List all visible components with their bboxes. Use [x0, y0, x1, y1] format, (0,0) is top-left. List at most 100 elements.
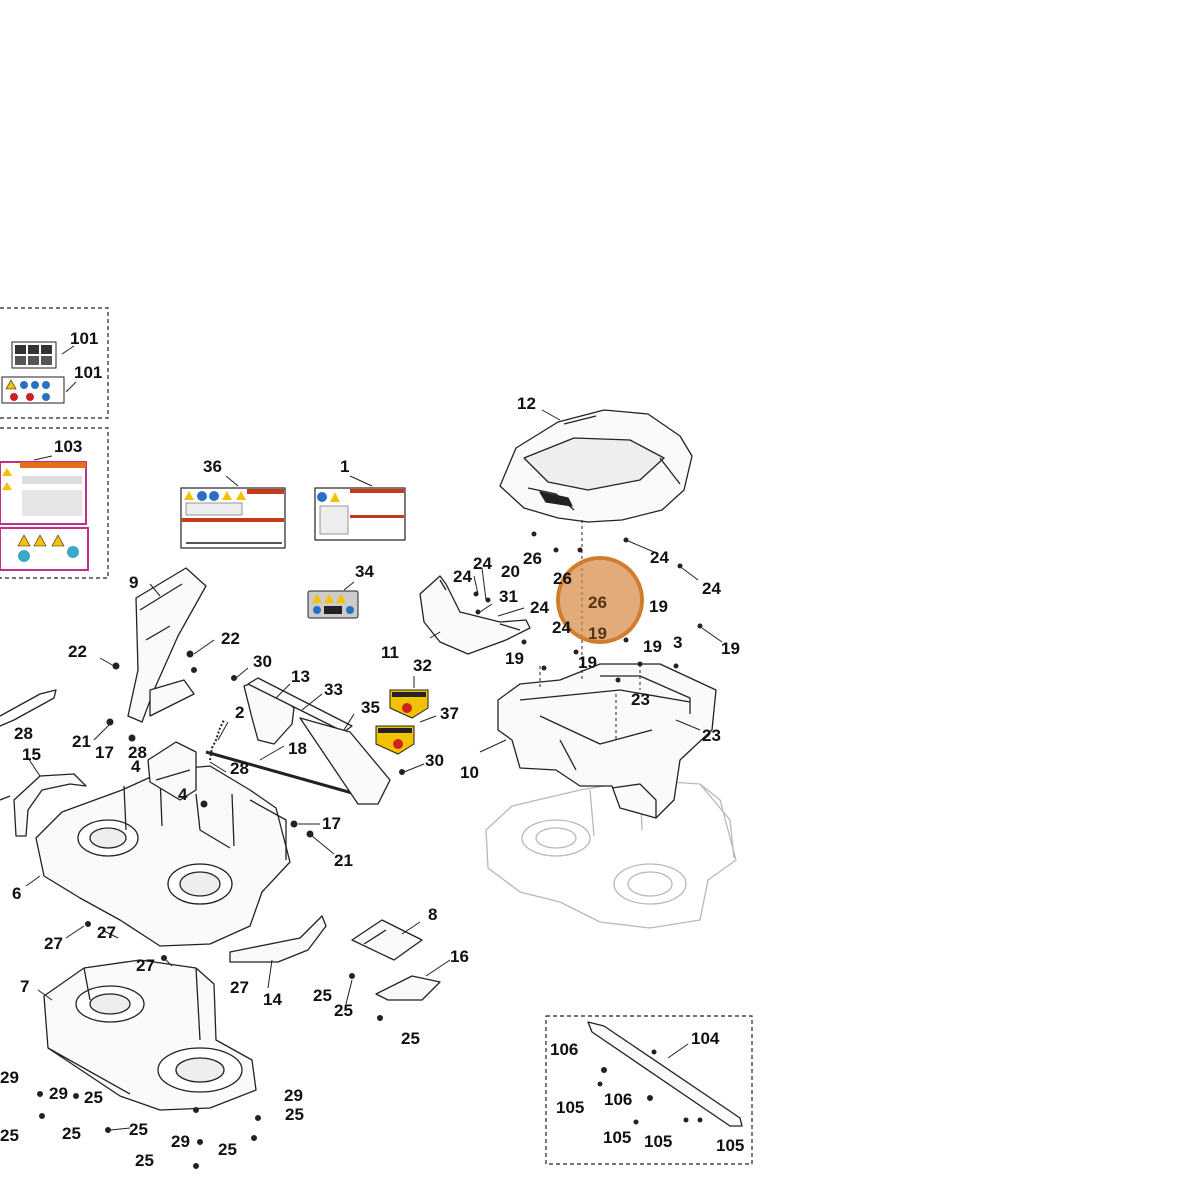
callout-19-d: 19 [643, 637, 662, 656]
callout-1: 1 [340, 457, 350, 476]
guard-14 [229, 915, 327, 963]
callout-25-d: 25 [84, 1088, 103, 1107]
callout-22-b: 22 [68, 642, 87, 661]
callout-20: 20 [501, 562, 520, 581]
callout-12: 12 [517, 394, 536, 413]
callout-29-b: 29 [49, 1084, 68, 1103]
callout-101-a: 101 [70, 329, 99, 348]
callout-18: 18 [288, 739, 307, 758]
faded-deck [485, 779, 737, 929]
callout-9: 9 [129, 573, 139, 592]
callout-19-a: 19 [649, 597, 668, 616]
callout-17-a: 17 [322, 814, 341, 833]
callout-31: 31 [499, 587, 518, 606]
callout-33: 33 [324, 680, 343, 699]
callout-34: 34 [355, 562, 374, 581]
decal-37 [375, 715, 437, 755]
callout-4-a: 4 [131, 757, 141, 776]
callout-26-a: 26 [523, 549, 542, 568]
callout-15: 15 [22, 745, 41, 764]
callout-25-g: 25 [285, 1105, 304, 1124]
frame-6 [35, 765, 291, 947]
callout-24-e: 24 [530, 598, 549, 617]
decal-101-b [1, 376, 77, 404]
callout-25-h: 25 [129, 1120, 148, 1139]
highlight-label-19: 19 [588, 624, 607, 643]
decal-103 [0, 455, 89, 571]
callout-3: 3 [673, 633, 683, 652]
decal-34 [307, 581, 359, 619]
callout-105-d: 105 [716, 1136, 745, 1155]
hood-12 [499, 409, 693, 523]
callout-13: 13 [291, 667, 310, 686]
plate-8 [351, 919, 423, 961]
callout-19-c: 19 [578, 653, 597, 672]
callout-24-f: 24 [552, 618, 571, 637]
rail-104 [587, 1021, 743, 1127]
rail-28-left [0, 689, 57, 727]
callout-28-c: 28 [128, 743, 147, 762]
callout-7: 7 [20, 977, 30, 996]
decal-32 [389, 676, 429, 719]
callout-37: 37 [440, 704, 459, 723]
callout-25-e: 25 [0, 1126, 19, 1145]
callout-27-a: 27 [44, 934, 63, 953]
callout-10: 10 [460, 763, 479, 782]
callout-16: 16 [450, 947, 469, 966]
callout-106-b: 106 [604, 1090, 633, 1109]
callout-28-b: 28 [14, 724, 33, 743]
callout-25-j: 25 [135, 1151, 154, 1170]
callout-17-b: 17 [95, 743, 114, 762]
fasteners-104 [597, 1049, 703, 1125]
callout-6: 6 [12, 884, 22, 903]
spring-2 [209, 719, 225, 761]
decal-1 [314, 475, 406, 541]
left-frame-assembly [0, 567, 441, 1111]
leader-lines-right [429, 409, 723, 753]
callout-106-a: 106 [550, 1040, 579, 1059]
callout-29-a: 29 [0, 1068, 19, 1087]
callout-29-d: 29 [284, 1086, 303, 1105]
callout-103: 103 [54, 437, 83, 456]
callout-24-d: 24 [453, 567, 472, 586]
callout-25-f: 25 [62, 1124, 81, 1143]
callout-25-c: 25 [401, 1029, 420, 1048]
callout-21-a: 21 [334, 851, 353, 870]
body-10 [497, 663, 717, 819]
callout-24-c: 24 [473, 554, 492, 573]
callout-101-b: 101 [74, 363, 103, 382]
bracket-16 [375, 975, 441, 1001]
kit-box-104 [545, 1015, 753, 1165]
callout-2: 2 [235, 703, 245, 722]
fasteners-left [37, 650, 405, 1169]
hopper-35 [299, 717, 391, 805]
callout-25-b: 25 [334, 1001, 353, 1020]
callout-29-c: 29 [171, 1132, 190, 1151]
callout-27-b: 27 [97, 923, 116, 942]
callout-105-c: 105 [644, 1132, 673, 1151]
callout-21-b: 21 [72, 732, 91, 751]
callout-28-a: 28 [230, 759, 249, 778]
callout-35: 35 [361, 698, 380, 717]
callout-30-a: 30 [253, 652, 272, 671]
callout-105-b: 105 [603, 1128, 632, 1147]
callout-19-b: 19 [505, 649, 524, 668]
bar-18 [205, 750, 371, 800]
callout-14: 14 [263, 990, 282, 1009]
callout-104: 104 [691, 1029, 720, 1048]
highlight-marker [556, 556, 644, 644]
callout-25-a: 25 [313, 986, 332, 1005]
decal-101-a [11, 341, 75, 369]
callout-27-c: 27 [136, 956, 155, 975]
callout-24-b: 24 [702, 579, 721, 598]
guard-15 [13, 773, 87, 837]
callout-27-d: 27 [230, 978, 249, 997]
decal-box-middle [0, 427, 109, 579]
callout-26-b: 26 [553, 569, 572, 588]
leader-lines-left [25, 583, 451, 1131]
callout-23-b: 23 [702, 726, 721, 745]
callout-32: 32 [413, 656, 432, 675]
fasteners-right [473, 531, 703, 683]
highlight-label-26: 26 [588, 593, 607, 612]
callout-25-i: 25 [218, 1140, 237, 1159]
